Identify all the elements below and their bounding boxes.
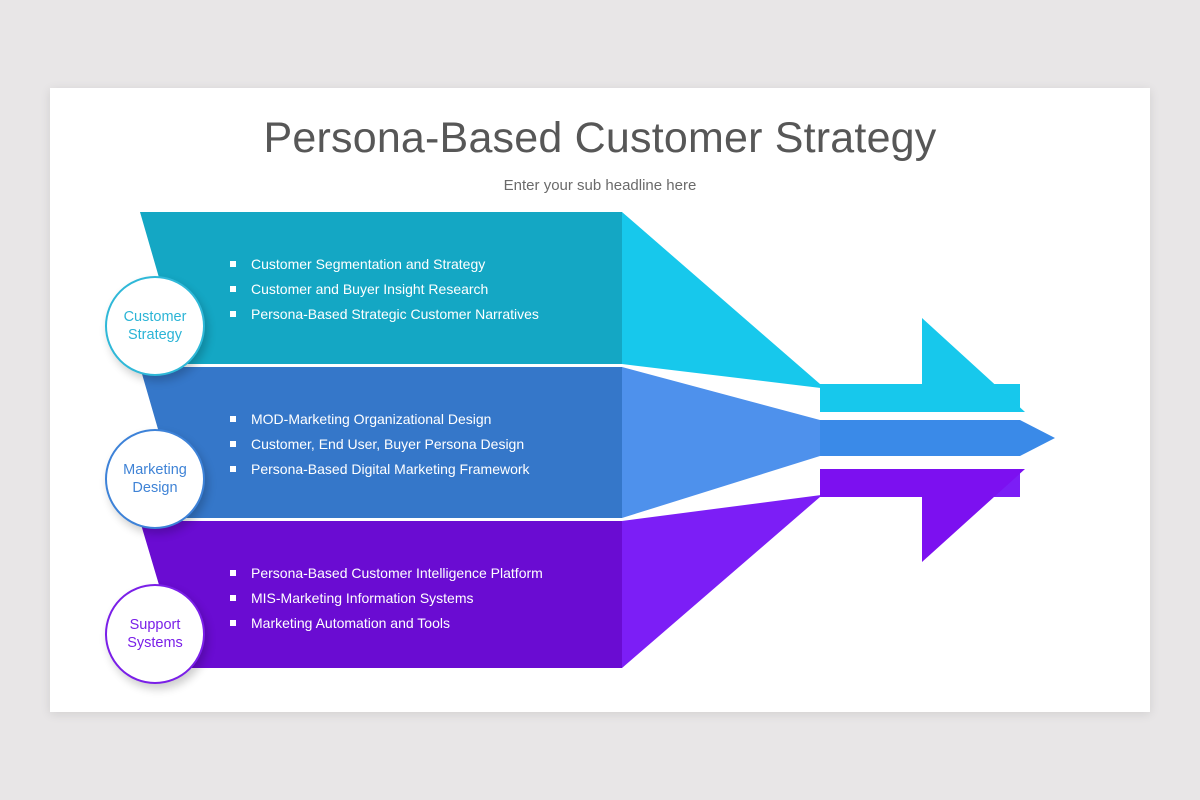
list-item: MOD-Marketing Organizational Design xyxy=(230,409,650,434)
list-item-label: Customer Segmentation and Strategy xyxy=(251,256,486,272)
list-item: Persona-Based Digital Marketing Framewor… xyxy=(230,459,650,484)
list-item: MIS-Marketing Information Systems xyxy=(230,588,650,613)
bullet-list-support-systems: Persona-Based Customer Intelligence Plat… xyxy=(230,563,650,638)
slide-header: Persona-Based Customer Strategy Enter yo… xyxy=(50,110,1150,197)
square-bullet-icon xyxy=(230,286,236,292)
square-bullet-icon xyxy=(230,466,236,472)
arrow-head-3 xyxy=(820,469,1025,562)
square-bullet-icon xyxy=(230,311,236,317)
square-bullet-icon xyxy=(230,620,236,626)
badge-label: Support Systems xyxy=(121,616,189,652)
badge-customer-strategy[interactable]: Customer Strategy xyxy=(105,276,205,376)
list-item: Customer and Buyer Insight Research xyxy=(230,279,650,304)
badge-line-2: Design xyxy=(132,480,178,496)
list-item-label: Marketing Automation and Tools xyxy=(251,615,450,631)
badge-line-2: Systems xyxy=(127,635,183,651)
list-item: Customer Segmentation and Strategy xyxy=(230,254,650,279)
badge-line-1: Customer xyxy=(123,309,187,325)
square-bullet-icon xyxy=(230,441,236,447)
bullet-list-customer-strategy: Customer Segmentation and Strategy Custo… xyxy=(230,254,650,329)
arrow-head-2 xyxy=(820,420,1055,456)
square-bullet-icon xyxy=(230,261,236,267)
arrow-wing-3 xyxy=(622,469,1020,668)
list-item-label: MIS-Marketing Information Systems xyxy=(251,590,474,606)
slide-canvas: Persona-Based Customer Strategy Enter yo… xyxy=(50,88,1150,712)
page-subtitle: Enter your sub headline here xyxy=(503,177,697,194)
list-item: Marketing Automation and Tools xyxy=(230,613,650,638)
list-item-label: Customer, End User, Buyer Persona Design xyxy=(251,436,525,452)
arrow-head-1 xyxy=(820,318,1025,412)
badge-line-1: Support xyxy=(129,617,181,633)
square-bullet-icon xyxy=(230,570,236,576)
list-item: Persona-Based Strategic Customer Narrati… xyxy=(230,304,650,329)
badge-line-1: Marketing xyxy=(123,462,187,478)
arrow-wing-1 xyxy=(622,212,1020,412)
list-item-label: Persona-Based Customer Intelligence Plat… xyxy=(251,565,543,581)
list-item-label: Persona-Based Strategic Customer Narrati… xyxy=(251,306,539,322)
bullet-list-marketing-design: MOD-Marketing Organizational Design Cust… xyxy=(230,409,650,484)
list-item: Persona-Based Customer Intelligence Plat… xyxy=(230,563,650,588)
list-item-label: MOD-Marketing Organizational Design xyxy=(251,411,492,427)
list-item-label: Customer and Buyer Insight Research xyxy=(251,281,489,297)
square-bullet-icon xyxy=(230,595,236,601)
badge-marketing-design[interactable]: Marketing Design xyxy=(105,429,205,529)
arrow-wing-2 xyxy=(622,367,820,518)
badge-label: Marketing Design xyxy=(117,461,193,497)
page-title: Persona-Based Customer Strategy xyxy=(263,114,937,162)
badge-support-systems[interactable]: Support Systems xyxy=(105,584,205,684)
list-item: Customer, End User, Buyer Persona Design xyxy=(230,434,650,459)
square-bullet-icon xyxy=(230,416,236,422)
badge-label: Customer Strategy xyxy=(118,308,193,344)
list-item-label: Persona-Based Digital Marketing Framewor… xyxy=(251,461,530,477)
badge-line-2: Strategy xyxy=(127,327,182,343)
